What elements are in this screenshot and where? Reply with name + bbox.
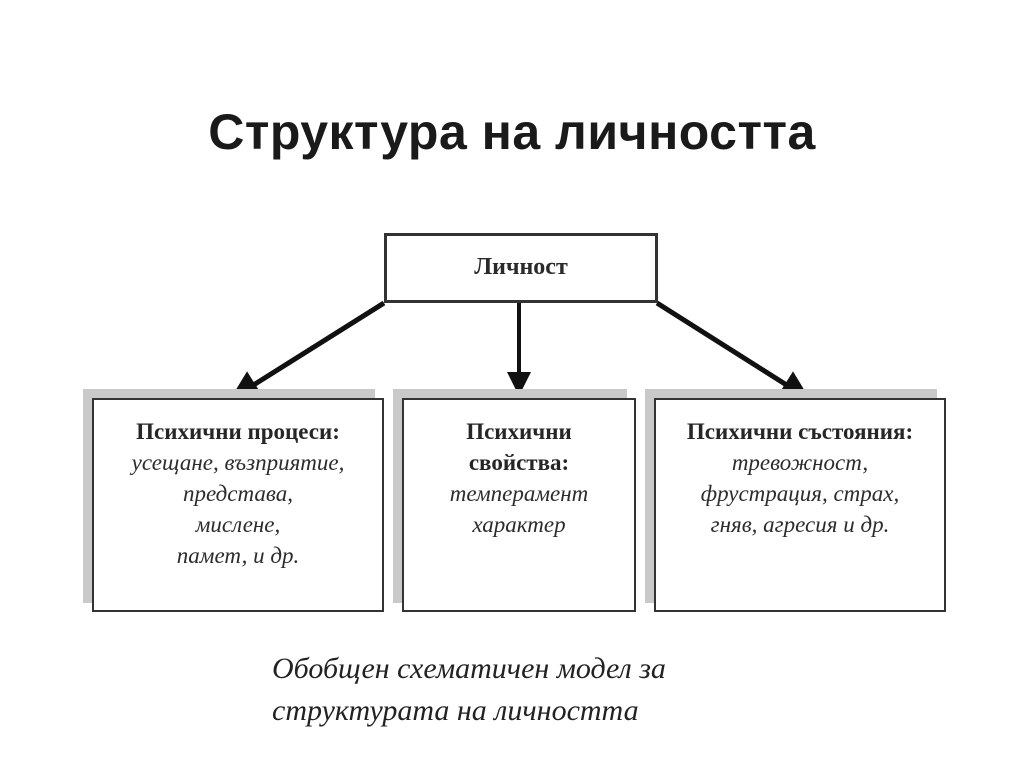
node-item: характер — [472, 512, 566, 537]
node-content: Психични процеси: усещане, възприятие, п… — [94, 400, 382, 571]
node-mental-states: Психични състояния: тревожност, фрустрац… — [654, 398, 946, 612]
node-heading: Психични — [466, 419, 572, 444]
node-item: представа, — [183, 481, 293, 506]
arrow-to-processes — [229, 300, 386, 400]
node-item: памет, и др. — [176, 543, 300, 568]
node-item: тревожност, — [731, 450, 869, 475]
node-heading: Психични процеси: — [136, 419, 340, 444]
node-heading: Психични състояния: — [686, 419, 914, 444]
root-node-personality: Личност — [384, 233, 658, 303]
caption-line: Обобщен схематичен модел за — [272, 652, 666, 685]
slide-title: Структура на личността — [208, 104, 816, 160]
node-item: мислене, — [195, 512, 281, 537]
caption-line: структурата на личността — [272, 694, 639, 727]
diagram-caption: Обобщен схематичен модел за структурата … — [272, 648, 666, 732]
node-item: усещане, възприятие, — [131, 450, 345, 475]
node-mental-processes: Психични процеси: усещане, възприятие, п… — [92, 398, 384, 612]
node-item: темперамент — [449, 481, 589, 506]
root-node-label: Личност — [474, 254, 568, 280]
node-heading: свойства: — [468, 450, 570, 475]
node-mental-properties: Психични свойства: темперамент характер — [402, 398, 636, 612]
arrow-to-states — [655, 300, 811, 401]
node-content: Психични състояния: тревожност, фрустрац… — [656, 400, 944, 540]
node-content: Психични свойства: темперамент характер — [404, 400, 634, 540]
node-item: фрустрация, страх, — [700, 481, 900, 506]
node-item: гняв, агресия и др. — [710, 512, 890, 537]
